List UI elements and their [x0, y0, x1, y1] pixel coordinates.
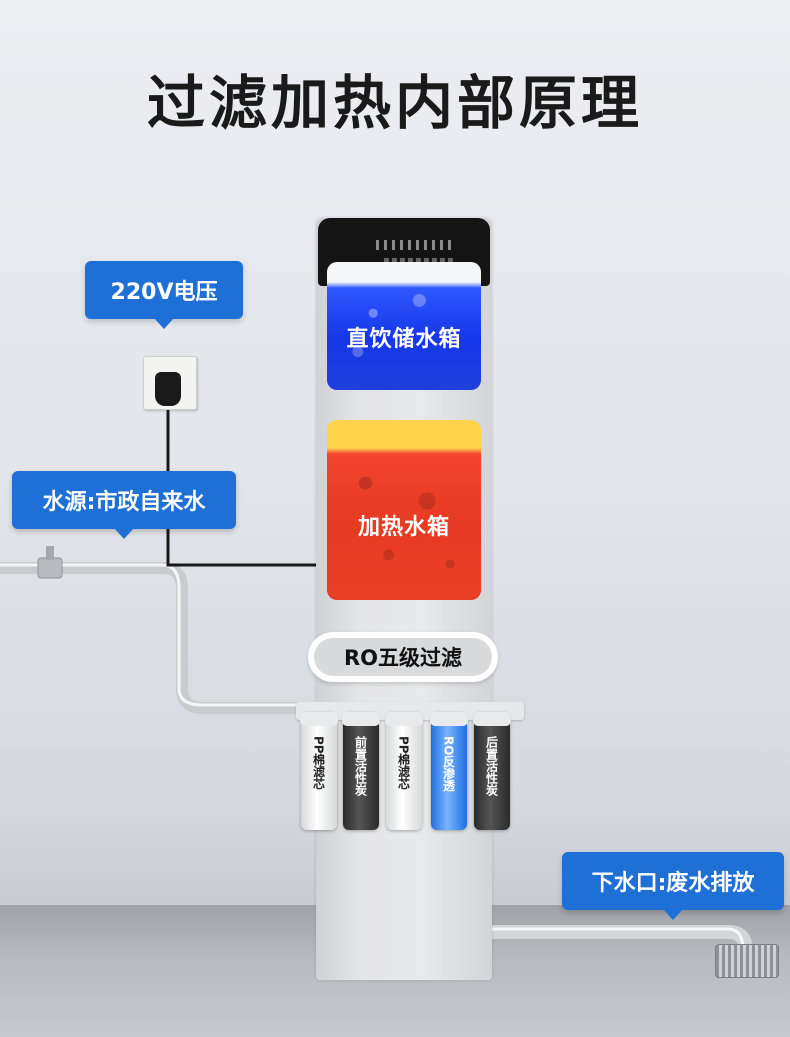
- filter-label-3: PP棉滤芯: [396, 736, 411, 790]
- valve: [37, 557, 63, 579]
- filter-cap: [342, 712, 380, 726]
- filter-cartridge-4: RO反渗透: [430, 712, 468, 830]
- filter-cap: [300, 712, 338, 726]
- water-source-callout: 水源:市政自来水: [12, 471, 236, 539]
- power-plug: [155, 372, 181, 406]
- power-callout: 220V电压: [85, 261, 243, 329]
- filter-label-4: RO反渗透: [441, 736, 456, 792]
- floor-drain: [715, 944, 779, 978]
- panel-buttons: [376, 240, 456, 250]
- filter-cartridge-1: PP棉滤芯: [300, 712, 338, 830]
- heating-water-tank: 加热水箱: [327, 420, 481, 600]
- drain-pipe: [483, 925, 753, 967]
- ro-filtration-label: RO五级过滤: [314, 638, 492, 676]
- ro-filtration-badge: RO五级过滤: [308, 632, 498, 682]
- power-cord: [166, 404, 318, 567]
- filter-cap: [473, 712, 511, 726]
- filter-cartridge-2: 前置活性炭: [342, 712, 380, 830]
- filter-label-5: 后置活性炭: [484, 736, 499, 796]
- filter-label-2: 前置活性炭: [353, 736, 368, 796]
- filter-cap: [430, 712, 468, 726]
- filter-cartridge-5: 后置活性炭: [473, 712, 511, 830]
- inlet-pipe: [0, 562, 306, 714]
- filter-cap: [385, 712, 423, 726]
- drinking-water-tank: 直饮储水箱: [327, 262, 481, 390]
- heating-water-tank-label: 加热水箱: [357, 515, 450, 540]
- drinking-water-tank-label: 直饮储水箱: [346, 327, 462, 352]
- drain-callout: 下水口:废水排放: [562, 852, 784, 920]
- filter-label-1: PP棉滤芯: [311, 736, 326, 790]
- filter-cartridge-3: PP棉滤芯: [385, 712, 423, 830]
- page-title: 过滤加热内部原理: [146, 69, 643, 137]
